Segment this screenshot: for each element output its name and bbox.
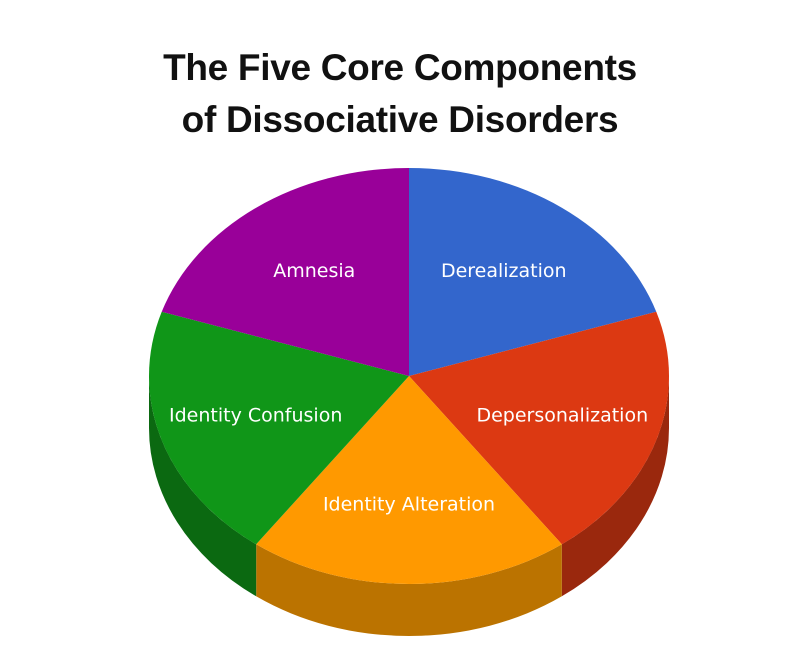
pie-slice-identity-alteration — [256, 376, 562, 584]
pie-slice-depersonalization — [409, 311, 669, 545]
chart-title-line-2: of Dissociative Disorders — [181, 99, 619, 140]
pie-depth-sides — [149, 376, 669, 636]
slice-label-identity-alteration: Identity Alteration — [323, 493, 495, 515]
pie-slice-identity-confusion — [148, 311, 409, 545]
slice-label-amnesia: Amnesia — [273, 260, 355, 282]
pie-slices — [148, 168, 669, 584]
pie-side-identity-alteration — [256, 544, 562, 636]
slice-label-identity-confusion: Identity Confusion — [169, 404, 342, 426]
slice-label-derealization: Derealization — [441, 260, 567, 282]
slice-label-depersonalization: Depersonalization — [476, 404, 648, 426]
pie-side-identity-confusion — [149, 376, 257, 597]
chart-title-line-1: The Five Core Components — [163, 47, 637, 88]
pie-side-depersonalization — [561, 376, 669, 597]
pie-slice-derealization — [409, 168, 657, 376]
pie-slice-amnesia — [161, 168, 409, 376]
chart-title: The Five Core Components of Dissociative… — [0, 42, 800, 146]
